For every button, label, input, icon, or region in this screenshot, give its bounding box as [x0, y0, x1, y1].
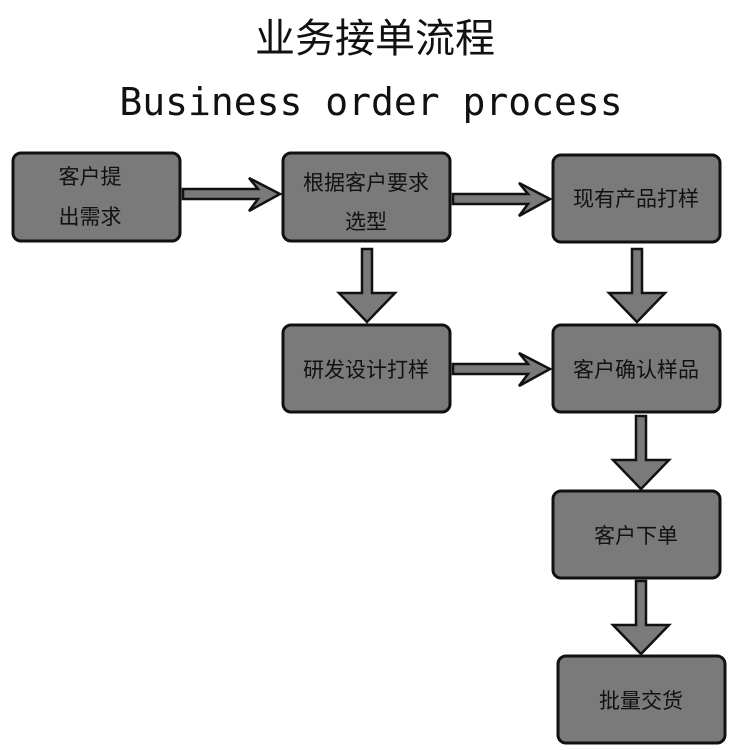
page-title: 业务接单流程 [255, 16, 495, 62]
node-customer-request-line2: 出需求 [59, 205, 122, 229]
node-customer-request: 客户提 出需求 [11, 151, 182, 243]
node-select-model-line2: 选型 [345, 210, 387, 234]
node-bulk-delivery-label: 批量交货 [599, 689, 683, 713]
node-select-model-line1: 根据客户要求 [303, 171, 429, 195]
node-confirm-sample-label: 客户确认样品 [573, 358, 699, 382]
node-select-model: 根据客户要求 选型 [281, 151, 452, 243]
node-place-order: 客户下单 [551, 489, 722, 580]
arrow-confirm-to-order [610, 414, 672, 491]
arrow-select-to-rd [336, 247, 398, 324]
node-place-order-label: 客户下单 [594, 524, 678, 548]
arrow-select-to-existing [451, 181, 553, 218]
node-existing-sample-label: 现有产品打样 [573, 187, 699, 211]
arrow-order-to-delivery [610, 579, 672, 656]
node-bulk-delivery: 批量交货 [556, 654, 727, 745]
arrow-rd-to-confirm [451, 351, 553, 388]
page-subtitle: Business order process [119, 80, 623, 124]
arrow-request-to-select [181, 176, 283, 213]
node-rd-sample: 研发设计打样 [281, 323, 452, 414]
node-confirm-sample: 客户确认样品 [551, 323, 722, 414]
node-customer-request-line1: 客户提 [59, 165, 122, 189]
arrow-existing-to-confirm [606, 247, 668, 324]
node-rd-sample-label: 研发设计打样 [303, 358, 429, 382]
node-existing-sample: 现有产品打样 [551, 153, 722, 244]
